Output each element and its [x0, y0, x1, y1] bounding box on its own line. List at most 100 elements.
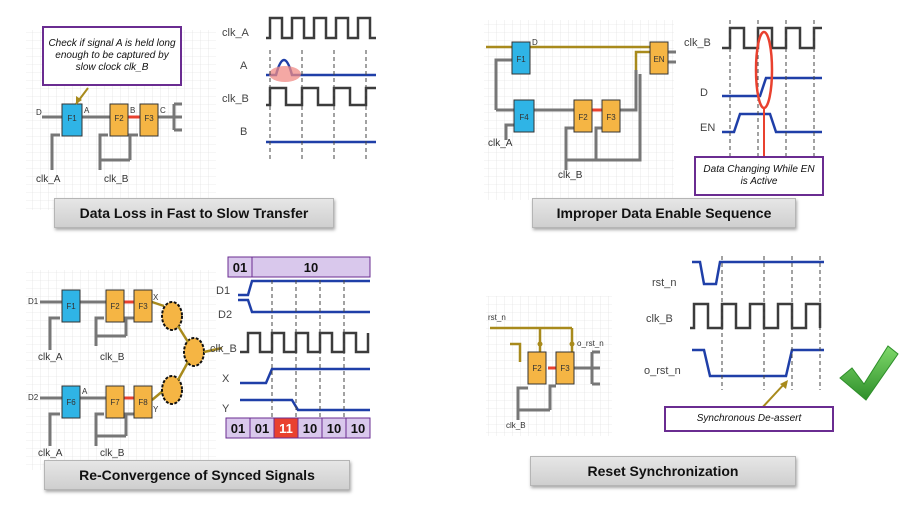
flop-label: F2 — [532, 364, 542, 373]
caption-reconvergence: Re-Convergence of Synced Signals — [44, 460, 350, 490]
flop-label: F1 — [66, 302, 76, 311]
bus-value: 10 — [304, 260, 318, 275]
wave-label-clk-b: clk_B — [210, 343, 237, 355]
waveform-x — [240, 367, 370, 385]
clock-label-clk-b: clk_B — [558, 170, 583, 181]
clock-label-clk-a: clk_A — [38, 448, 63, 459]
wave-label-clk-a: clk_A — [222, 27, 250, 39]
flop-label: F8 — [138, 398, 148, 407]
clock-waveform-clk-b — [266, 86, 376, 107]
pin-label-a: A — [82, 387, 88, 396]
flop-label: EN — [653, 55, 664, 64]
wave-label-o-rst-n: o_rst_n — [644, 365, 681, 377]
wave-label-rst-n: rst_n — [652, 277, 676, 289]
input-label-d1: D1 — [28, 297, 39, 306]
waveform-y — [240, 398, 370, 412]
bus-value: 10 — [327, 421, 341, 436]
clock-label-clk-a: clk_A — [488, 138, 513, 149]
bus-value: 10 — [351, 421, 365, 436]
wave-label-d2: D2 — [218, 309, 232, 321]
pin-label-c: C — [160, 106, 166, 115]
bottom-bus — [225, 417, 371, 439]
pin-label-a: A — [84, 106, 90, 115]
callout-fast-to-slow: Check if signal A is held long enough to… — [42, 26, 182, 86]
cloud-logic-icon — [161, 301, 205, 405]
flop-label: F3 — [606, 113, 616, 122]
input-label-d: D — [532, 38, 538, 47]
flop-f2 — [527, 351, 547, 385]
flop-f4 — [513, 99, 535, 133]
wave-label-x: X — [222, 373, 230, 385]
wave-label-clk-b: clk_B — [222, 93, 249, 105]
clock-label-clk-b: clk_B — [100, 448, 125, 459]
flop-f1 — [61, 103, 83, 137]
panel-reset-sync: F2 F3 rst_n o_rst_n clk_B rst_n clk_B o_… — [486, 256, 899, 436]
check-mark-icon — [839, 345, 899, 401]
panel-reconvergence: F1 F2 F3 D1 X clk_A clk_B F6 F7 F8 D2 A … — [26, 256, 371, 470]
wave-label-d: D — [700, 87, 708, 99]
waveform-d2 — [238, 298, 370, 314]
flop-f6 — [61, 385, 81, 419]
waveform-rst-n — [692, 260, 824, 286]
flop-f3 — [601, 99, 621, 133]
bus-value: 01 — [255, 421, 269, 436]
wave-label-en: EN — [700, 122, 715, 134]
callout-data-enable: Data Changing While EN is Active — [694, 156, 824, 196]
pin-label-y: Y — [153, 405, 159, 414]
waveform-en — [722, 112, 822, 134]
clock-label-clk-b: clk_B — [506, 421, 526, 430]
bus-value: 10 — [303, 421, 317, 436]
flop-f2 — [573, 99, 593, 133]
label-rst-n: rst_n — [488, 313, 506, 322]
bus-value-highlight: 11 — [279, 421, 293, 436]
short-pulse-highlight — [269, 66, 301, 82]
wave-label-clk-b: clk_B — [646, 313, 673, 325]
bus-value: 01 — [233, 260, 247, 275]
clock-label-clk-a: clk_A — [36, 174, 61, 185]
wave-label-y: Y — [222, 403, 230, 415]
wave-label-d1: D1 — [216, 285, 230, 297]
clock-label-clk-a: clk_A — [38, 352, 63, 363]
clock-label-clk-b: clk_B — [100, 352, 125, 363]
flop-f2 — [109, 103, 129, 137]
flop-f3 — [555, 351, 575, 385]
flop-f2 — [105, 289, 125, 323]
flop-label: F3 — [560, 364, 570, 373]
clock-waveform-clk-b — [240, 331, 370, 354]
clock-waveform-clk-a — [266, 16, 376, 40]
callout-reset-sync: Synchronous De-assert — [664, 406, 834, 432]
flop-label: F2 — [578, 113, 588, 122]
flop-f1 — [61, 289, 81, 323]
wave-label-clk-b: clk_B — [684, 37, 711, 49]
flop-label: F6 — [66, 398, 76, 407]
flop-en — [649, 41, 669, 75]
flop-label: F1 — [516, 55, 526, 64]
caption-data-enable: Improper Data Enable Sequence — [532, 198, 796, 228]
clock-waveform-clk-b — [690, 302, 822, 330]
label-o-rst-n: o_rst_n — [577, 339, 604, 348]
pin-label-x: X — [153, 293, 159, 302]
bus-value: 01 — [231, 421, 245, 436]
flop-f8 — [133, 385, 153, 419]
flop-label: F1 — [67, 114, 77, 123]
input-label-d2: D2 — [28, 393, 39, 402]
clock-waveform-clk-b — [722, 26, 822, 50]
flop-f3 — [139, 103, 159, 137]
flop-label: F2 — [110, 302, 120, 311]
panel-data-enable: F1 F4 F2 F3 EN D clk_A clk_B clk_B D EN — [484, 20, 822, 200]
caption-fast-to-slow: Data Loss in Fast to Slow Transfer — [54, 198, 334, 228]
waveform-o-rst-n — [692, 348, 824, 378]
input-label-d: D — [36, 108, 42, 117]
flop-f1 — [511, 41, 531, 75]
flop-label: F2 — [114, 114, 124, 123]
flop-label: F3 — [144, 114, 154, 123]
pin-label-b: B — [130, 106, 135, 115]
flop-f3 — [133, 289, 153, 323]
waveform-d — [722, 76, 822, 98]
flop-label: F7 — [110, 398, 120, 407]
wave-label-b: B — [240, 126, 247, 138]
flop-label: F4 — [519, 113, 529, 122]
caption-reset-sync: Reset Synchronization — [530, 456, 796, 486]
waveform-d1 — [238, 279, 370, 297]
